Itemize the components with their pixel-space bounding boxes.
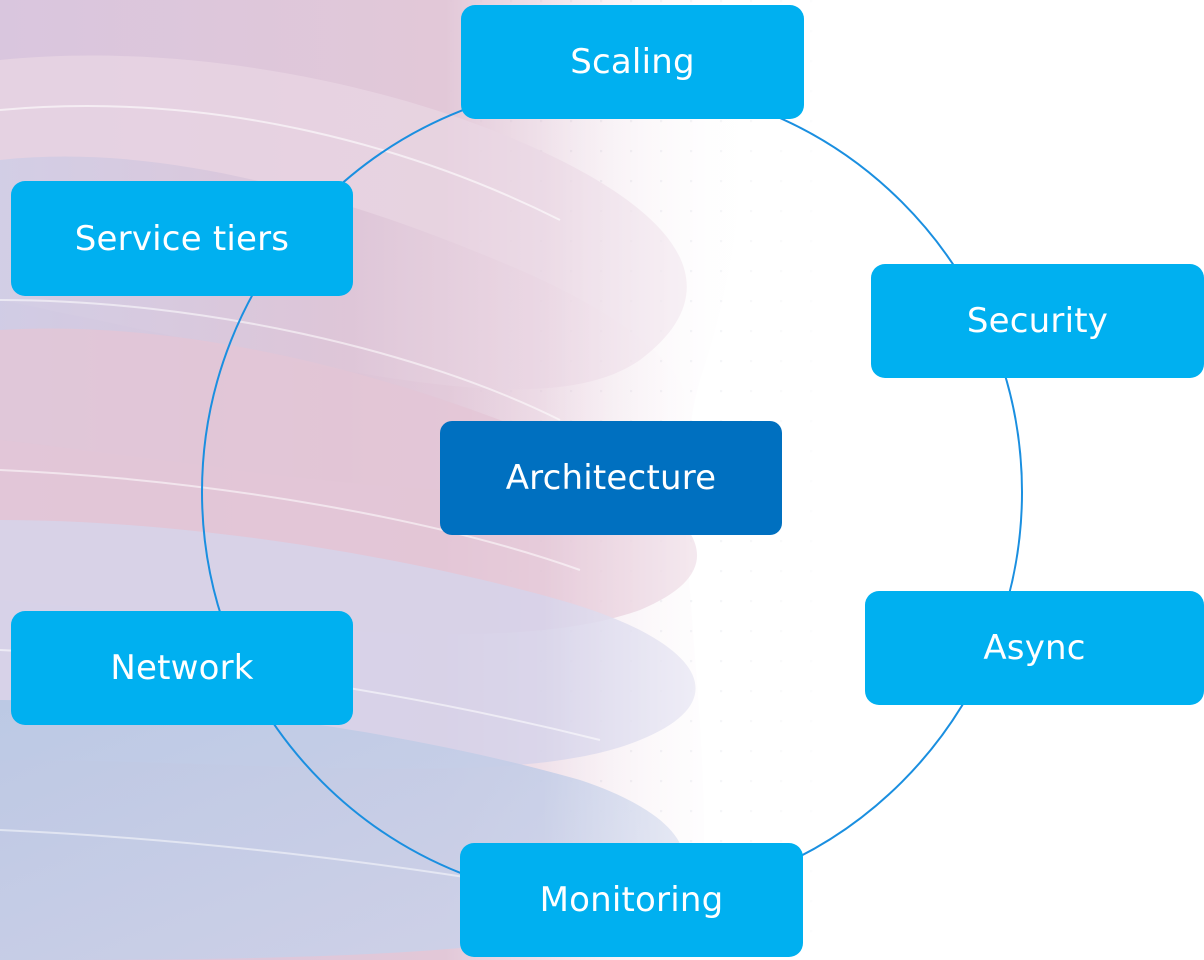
node-async[interactable]: Async [865,591,1204,705]
node-service-tiers-label: Service tiers [74,218,290,259]
node-architecture[interactable]: Architecture [440,421,782,535]
node-architecture-label: Architecture [505,458,717,498]
node-network[interactable]: Network [11,611,353,725]
node-network-label: Network [110,648,254,688]
node-async-label: Async [983,628,1086,668]
node-service-tiers[interactable]: Service tiers [11,181,353,296]
node-monitoring-label: Monitoring [539,880,724,920]
node-scaling[interactable]: Scaling [461,5,804,119]
node-security-label: Security [966,301,1109,341]
node-scaling-label: Scaling [570,42,695,82]
node-monitoring[interactable]: Monitoring [460,843,803,957]
node-security[interactable]: Security [871,264,1204,378]
